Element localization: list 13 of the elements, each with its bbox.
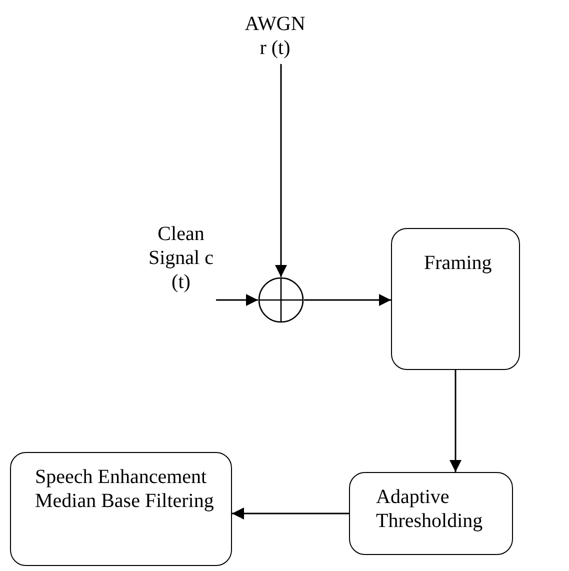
signal-label: AWGN r (t) <box>244 12 306 60</box>
arrow <box>304 294 391 306</box>
arrow <box>232 508 349 520</box>
box-label: Speech Enhancement Median Base Filtering <box>35 465 215 513</box>
process-box <box>10 452 232 566</box>
box-label: Framing <box>424 251 492 275</box>
arrow <box>450 370 462 472</box>
process-box <box>391 228 520 370</box>
arrow <box>275 64 287 277</box>
signal-label: Clean Signal c (t) <box>148 222 214 294</box>
box-label: Adaptive Thresholding <box>376 485 484 533</box>
process-box <box>349 472 513 555</box>
arrow <box>216 294 258 306</box>
